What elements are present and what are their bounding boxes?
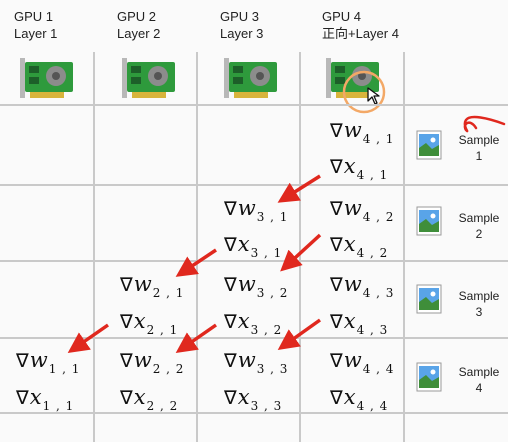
- mouse-cursor-icon: [367, 87, 380, 105]
- gpu-card-icon: [122, 58, 175, 98]
- gradient-x-3-2: ∇x3 , 2: [224, 309, 283, 337]
- sample-2-label: Sample 2: [452, 210, 506, 242]
- highlight-circle: [342, 70, 386, 114]
- sample-word: Sample: [458, 211, 500, 225]
- gradient-w-1-1: ∇w1 , 1: [16, 348, 81, 376]
- image-file-icon: [416, 362, 442, 392]
- gradient-flow-arrow: [280, 233, 322, 272]
- column-divider: [196, 52, 198, 442]
- sample-word: Sample: [458, 289, 500, 303]
- sample-word: Sample: [458, 365, 500, 379]
- gradient-flow-arrow: [175, 248, 217, 277]
- gpu-1-name: GPU 1: [14, 9, 54, 24]
- gradient-x-4-4: ∇x4 , 4: [330, 385, 389, 413]
- gpu-2-task: Layer 2: [117, 26, 161, 41]
- gradient-x-4-2: ∇x4 , 2: [330, 232, 389, 260]
- gpu-4-task: 正向+Layer 4: [322, 26, 399, 41]
- gpu-1-header: GPU 1 Layer 1: [14, 8, 57, 42]
- gpu-3-name: GPU 3: [220, 9, 260, 24]
- sample-4-label: Sample 4: [452, 364, 506, 396]
- sample-number: 2: [475, 227, 483, 241]
- gradient-x-4-1: ∇x4 , 1: [330, 154, 389, 182]
- gpu-card-icon: [20, 58, 73, 98]
- gradient-w-3-2: ∇w3 , 2: [224, 272, 289, 300]
- column-divider: [403, 52, 405, 442]
- gpu-2-name: GPU 2: [117, 9, 157, 24]
- gradient-x-3-3: ∇x3 , 3: [224, 385, 283, 413]
- gradient-flow-arrow: [277, 318, 322, 351]
- gradient-x-2-2: ∇x2 , 2: [120, 385, 179, 413]
- column-divider: [93, 52, 95, 442]
- image-file-icon: [416, 130, 442, 160]
- gradient-x-1-1: ∇x1 , 1: [16, 385, 75, 413]
- row-divider: [0, 104, 508, 106]
- gpu-2-header: GPU 2 Layer 2: [117, 8, 160, 42]
- gradient-x-3-1: ∇x3 , 1: [224, 232, 283, 260]
- row-divider: [0, 184, 508, 186]
- row-divider: [0, 412, 508, 414]
- gpu-3-header: GPU 3 Layer 3: [220, 8, 263, 42]
- gradient-w-3-1: ∇w3 , 1: [224, 196, 289, 224]
- gpu-4-name: GPU 4: [322, 9, 362, 24]
- sample-number: 1: [475, 149, 483, 163]
- gpu-1-task: Layer 1: [14, 26, 58, 41]
- sample-number: 3: [475, 305, 483, 319]
- pen-annotation-mark: [463, 115, 506, 133]
- gradient-w-4-4: ∇w4 , 4: [330, 348, 395, 376]
- sample-number: 4: [475, 381, 483, 395]
- column-divider: [299, 52, 301, 442]
- image-file-icon: [416, 206, 442, 236]
- gradient-x-4-3: ∇x4 , 3: [330, 309, 389, 337]
- gradient-w-4-3: ∇w4 , 3: [330, 272, 395, 300]
- sample-1-label: Sample 1: [452, 132, 506, 164]
- gradient-w-4-2: ∇w4 , 2: [330, 196, 395, 224]
- sample-3-label: Sample 3: [452, 288, 506, 320]
- gpu-4-header: GPU 4 正向+Layer 4: [322, 8, 399, 42]
- gpu-3-task: Layer 3: [220, 26, 264, 41]
- row-divider: [0, 337, 508, 339]
- gpu-card-icon: [224, 58, 277, 98]
- gradient-w-3-3: ∇w3 , 3: [224, 348, 289, 376]
- image-file-icon: [416, 284, 442, 314]
- gradient-w-4-1: ∇w4 , 1: [330, 118, 395, 146]
- sample-word: Sample: [458, 133, 500, 147]
- gradient-w-2-2: ∇w2 , 2: [120, 348, 185, 376]
- gradient-x-2-1: ∇x2 , 1: [120, 309, 179, 337]
- gradient-w-2-1: ∇w2 , 1: [120, 272, 185, 300]
- row-divider: [0, 260, 508, 262]
